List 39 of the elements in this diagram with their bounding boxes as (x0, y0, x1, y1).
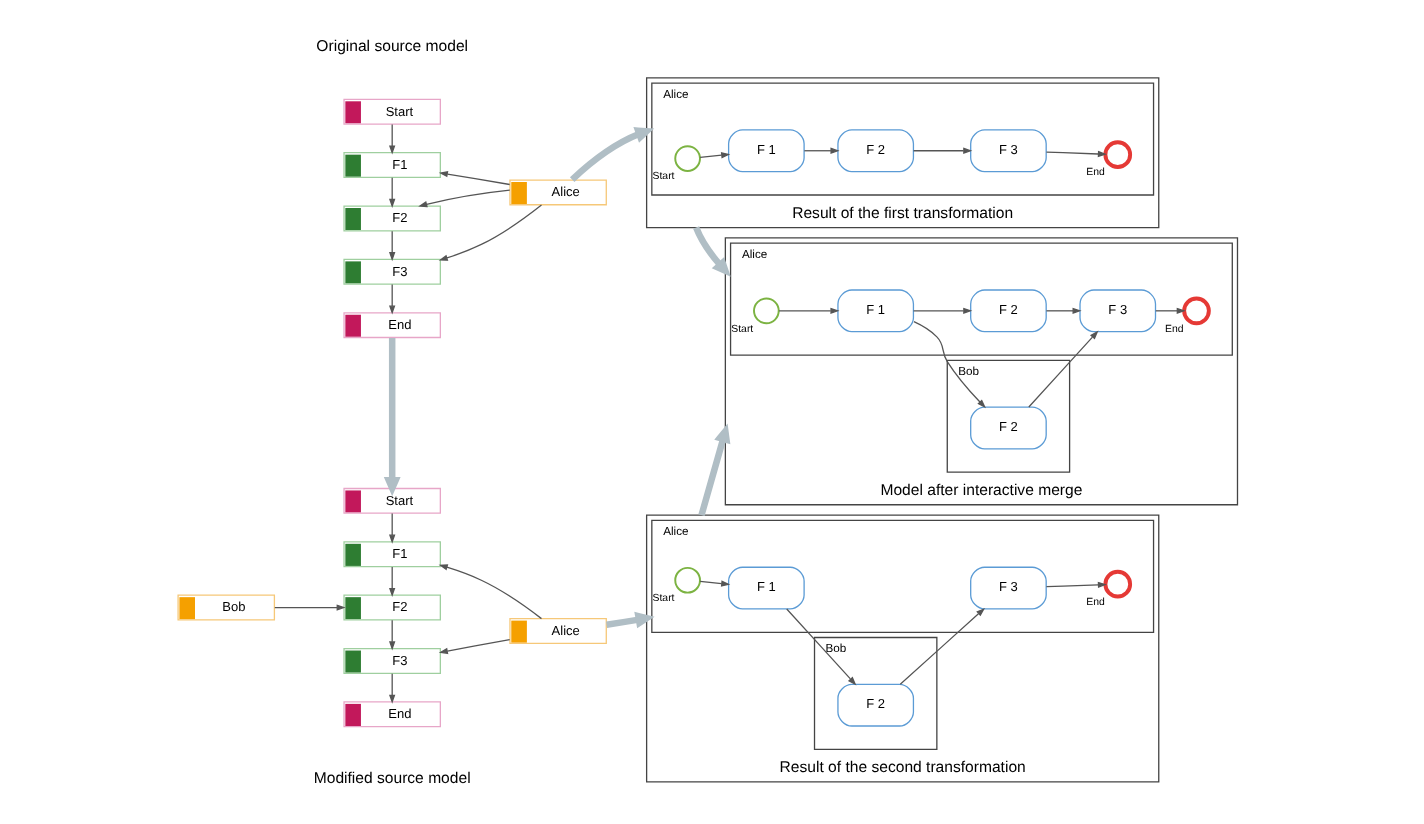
arrow (388, 122, 395, 154)
arrow (605, 610, 654, 628)
arrow (785, 607, 856, 685)
arrow (911, 306, 972, 314)
arrow (388, 511, 395, 543)
arrow (698, 151, 730, 158)
arrow (388, 176, 395, 207)
node-circle (673, 565, 700, 593)
arrow (802, 146, 839, 153)
arrow (273, 603, 345, 610)
arrow (437, 203, 542, 260)
arrow (912, 320, 985, 408)
arrow (898, 606, 985, 684)
arrow (568, 126, 654, 181)
arrow (692, 225, 730, 276)
node-circle (673, 144, 700, 171)
arrow (437, 170, 510, 185)
arrow (777, 306, 839, 314)
arrow (698, 579, 730, 586)
arrow (1044, 580, 1106, 587)
arrow (417, 188, 510, 207)
arrow (388, 282, 395, 314)
arrow (388, 618, 395, 650)
arrow (1044, 149, 1106, 157)
arrow (437, 638, 510, 654)
node-circle (1102, 139, 1132, 168)
node-circle (1181, 295, 1210, 325)
node-circle (752, 296, 779, 324)
arrow (1027, 329, 1098, 407)
arrow (388, 229, 395, 261)
node-circle (1102, 568, 1132, 598)
arrow (382, 336, 400, 496)
arrow (1044, 306, 1081, 314)
arrow (1154, 306, 1185, 314)
arrow (388, 672, 395, 703)
arrow (697, 422, 730, 516)
arrow (437, 563, 542, 619)
arrow (388, 565, 395, 597)
arrow (911, 146, 972, 153)
